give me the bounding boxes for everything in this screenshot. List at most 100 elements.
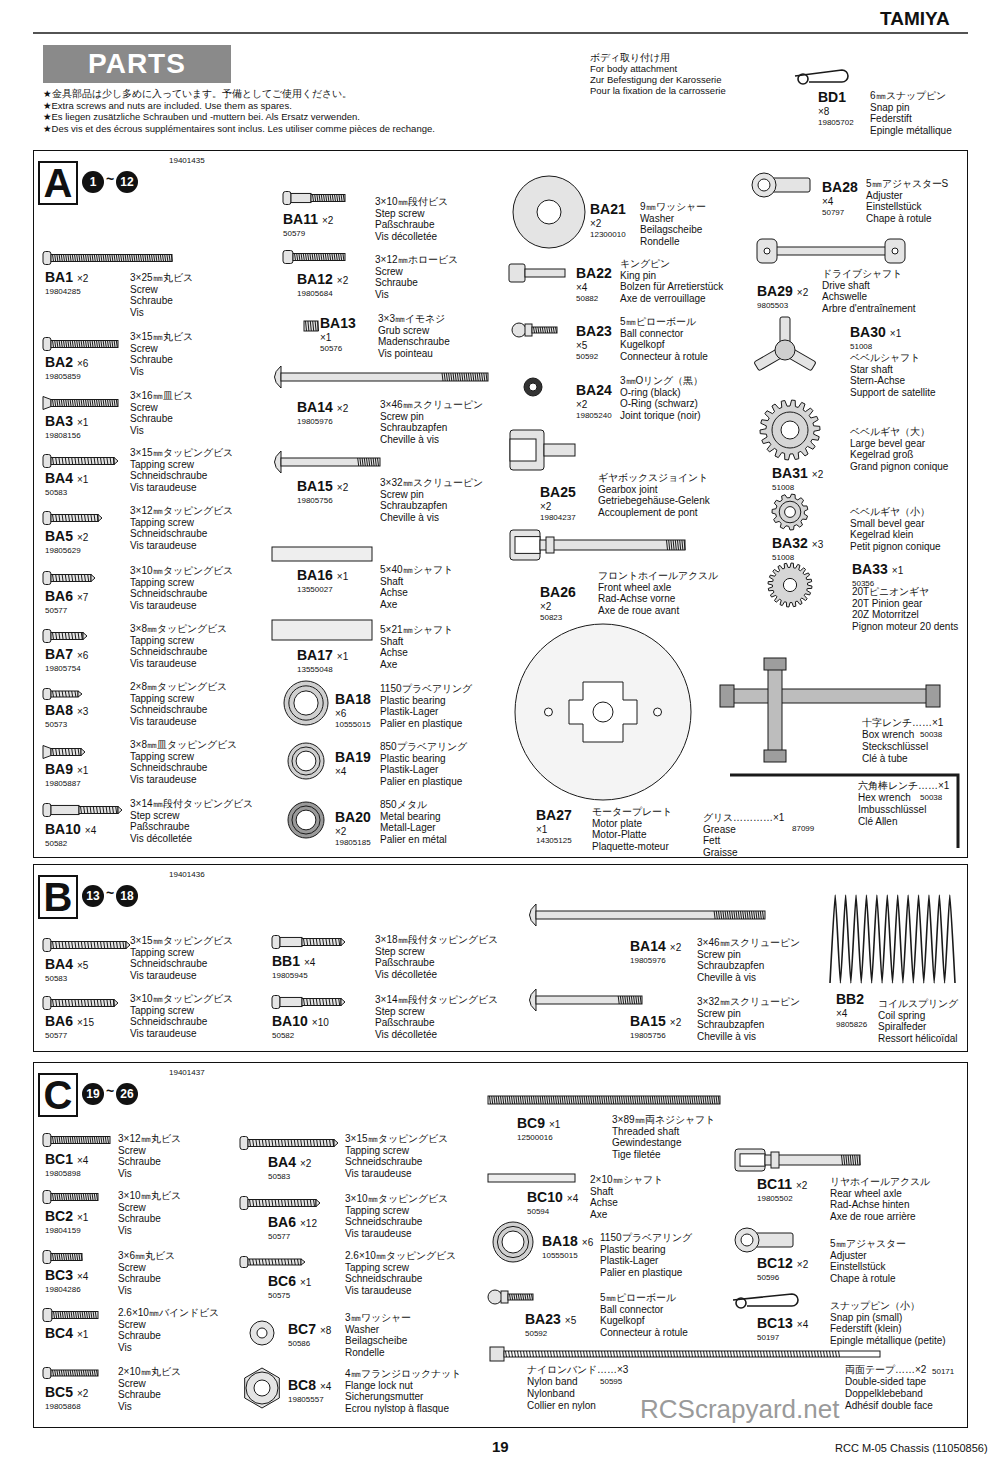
part-count: ×4	[335, 766, 371, 778]
part-illustration	[43, 804, 122, 817]
part-code-group: BC1×419805898	[45, 1150, 88, 1179]
part-code-group: BA7×619805754	[45, 645, 88, 674]
heading-text: PARTS	[88, 50, 186, 78]
screw-thread	[304, 999, 340, 1006]
part-name-de: Paßschraube	[375, 219, 448, 231]
nut-hex	[245, 1368, 280, 1408]
part-name-group: モータープレートMotor plateMotor-PlattePlaquette…	[592, 806, 672, 852]
part-count: ×8	[320, 1323, 331, 1339]
part-code-group: BC2×119804159	[45, 1207, 88, 1236]
part-name-group: 3×10㎜タッピングビスTapping screwSchneidschraube…	[130, 993, 233, 1039]
bearing-ring	[292, 806, 320, 834]
part-number: 10555015	[542, 1251, 593, 1261]
part-number: 50579	[283, 229, 333, 239]
part-count: ×2	[797, 285, 808, 301]
part-name-ja: 5㎜ピローボール	[600, 1292, 688, 1304]
part-code-group: BA6×1250577	[268, 1213, 317, 1242]
part-code: BA6	[45, 588, 73, 604]
part-name-de: Schneidschraube	[345, 1216, 448, 1228]
part-name-ja: 3×15㎜タッピングビス	[130, 935, 233, 947]
part-name-fr: Cheville à vis	[380, 434, 483, 446]
part-code-group: BC13×450197	[757, 1314, 808, 1343]
part-code-group: BA25×219804237	[540, 483, 576, 523]
step-number: 19	[86, 1088, 99, 1100]
part-illustration	[43, 689, 82, 700]
part-code-group: BA29×29805503	[757, 282, 808, 311]
plate-outline	[515, 624, 691, 800]
bearing-outer	[288, 743, 324, 779]
part-number: 19805684	[297, 289, 348, 299]
wrench-socket	[764, 658, 786, 670]
gear-bore	[783, 578, 796, 591]
part-illustration	[43, 939, 130, 952]
part-name-en: Screw	[118, 1319, 219, 1331]
pin-thread	[442, 373, 487, 381]
washer-hole	[537, 200, 561, 224]
part-name-fr: Epingle métallique	[870, 125, 952, 137]
part-code: BC4	[45, 1325, 73, 1341]
part-name-fr: Vis taraudeuse	[130, 970, 233, 982]
part-name-group: 5×40㎜シャフトShaftAchseAxe	[380, 564, 453, 610]
part-code-group: BC6×150575	[268, 1272, 311, 1301]
part-name-ja: 3×12㎜タッピングビス	[130, 505, 233, 517]
pin-head	[275, 366, 282, 388]
shaft-shape	[488, 1174, 575, 1182]
screw-head	[43, 512, 51, 525]
part-count: ×1	[77, 472, 88, 488]
step-number-circle: 13	[82, 885, 104, 907]
part-name-en: Threaded shaft	[612, 1126, 715, 1138]
part-count: ×2	[337, 273, 348, 289]
pin-head	[530, 989, 537, 1011]
part-number: 50586	[288, 1339, 331, 1349]
part-name-en: Motor plate	[592, 818, 672, 830]
part-name-group: 5㎜アジャスターSAdjusterEinstellstückChape à ro…	[866, 178, 948, 224]
part-count: ×2	[337, 401, 348, 417]
part-name-group: 3×8㎜皿タッピングビスTapping screwSchneidschraube…	[130, 739, 237, 785]
part-number: 12500016	[517, 1133, 560, 1143]
part-number: 19805502	[757, 1194, 807, 1204]
part-name-en: Screw	[118, 1145, 181, 1157]
part-name-ja: 3×15㎜タッピングビス	[345, 1133, 448, 1145]
part-code: BA15	[297, 478, 333, 494]
part-name-de: Schneidschraube	[345, 1273, 456, 1285]
shaft-bar	[773, 247, 889, 255]
pin-shaft	[281, 373, 488, 381]
part-code: BA4	[45, 470, 73, 486]
band-head	[490, 1347, 504, 1361]
part-code: BD1	[818, 89, 846, 105]
part-name-fr: Vis taraudeuse	[130, 482, 233, 494]
part-illustration	[272, 620, 372, 640]
part-illustration	[304, 321, 319, 331]
screw-head	[43, 1134, 51, 1147]
part-name-group: 3×32㎜スクリューピンScrew pinSchraubzapfenChevil…	[380, 477, 483, 523]
part-name-de: Schraubzapfen	[380, 500, 483, 512]
screw-head	[43, 689, 51, 700]
part-count: ×2	[797, 1257, 808, 1273]
part-illustration	[795, 70, 848, 84]
screw-thread	[81, 807, 117, 814]
nut-hole	[254, 1380, 270, 1396]
part-code: BC12	[757, 1255, 793, 1271]
part-code: BA13	[320, 315, 356, 331]
screw-thread	[304, 939, 340, 946]
screw-thread	[53, 633, 83, 640]
part-number: 51008	[772, 483, 823, 493]
part-illustration	[760, 400, 820, 460]
accessory-text: Fett	[703, 835, 784, 847]
part-count: ×6	[77, 356, 88, 372]
part-name-group: 3×25㎜丸ビスScrewSchraubeVis	[130, 272, 193, 318]
part-code-group: BA4×550583	[45, 955, 88, 984]
screw-shank	[51, 341, 118, 348]
part-number: 19805976	[630, 956, 681, 966]
part-name-de: Sicherungsmutter	[345, 1391, 461, 1403]
part-count: ×2	[670, 940, 681, 956]
step-range-tilde-group: ~	[106, 885, 114, 901]
part-name-de: Kegelrad klein	[850, 529, 941, 541]
part-name-en: Plastic bearing	[380, 753, 467, 765]
part-illustration	[275, 366, 489, 388]
note-text-group: ★金具部品は少し多めに入っています。予備としてご使用ください。★Extra sc…	[43, 88, 435, 134]
screw-head	[283, 192, 291, 205]
screw-shank	[293, 254, 345, 261]
screw-thread	[53, 749, 80, 756]
